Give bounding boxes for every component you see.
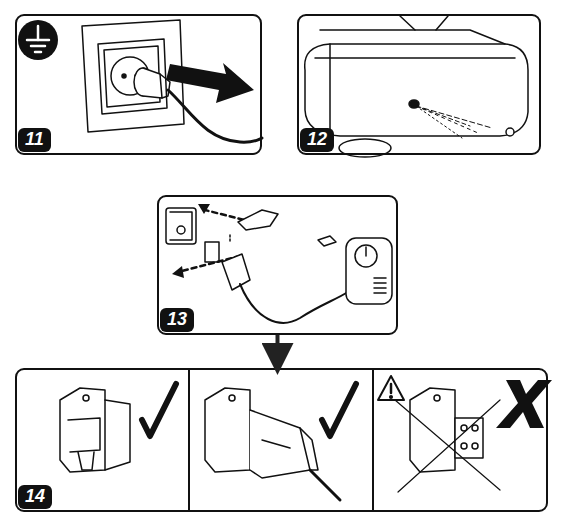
cross-out [395,400,500,492]
connector-socket [166,208,219,262]
step-badge: 13 [160,308,194,332]
x-mark [496,380,552,428]
connector-closed [60,388,130,472]
step-panel: 14 [15,368,548,512]
earth-symbol [18,20,58,60]
step-number: 12 [307,129,327,149]
step-badge: 11 [18,128,51,152]
pull-arrow [166,63,254,103]
flow-arrow [276,335,280,367]
step-badge: 14 [18,485,52,509]
water-jet [416,106,514,138]
warning-triangle [378,376,404,400]
step-panel: 11 [15,14,262,155]
timer [346,238,392,304]
step-panel: 12 [297,14,541,155]
machine-body [305,16,528,157]
cable-plug [222,254,348,323]
check-mark [142,384,176,436]
hand [238,210,336,246]
step-number: 14 [25,486,45,506]
connector-with-plug [205,388,340,500]
step-number: 11 [25,129,44,149]
step-badge: 12 [300,128,334,152]
connector-open [410,388,483,472]
step-panel: 13 [157,195,398,335]
check-mark [322,384,356,436]
step-number: 13 [167,309,187,329]
